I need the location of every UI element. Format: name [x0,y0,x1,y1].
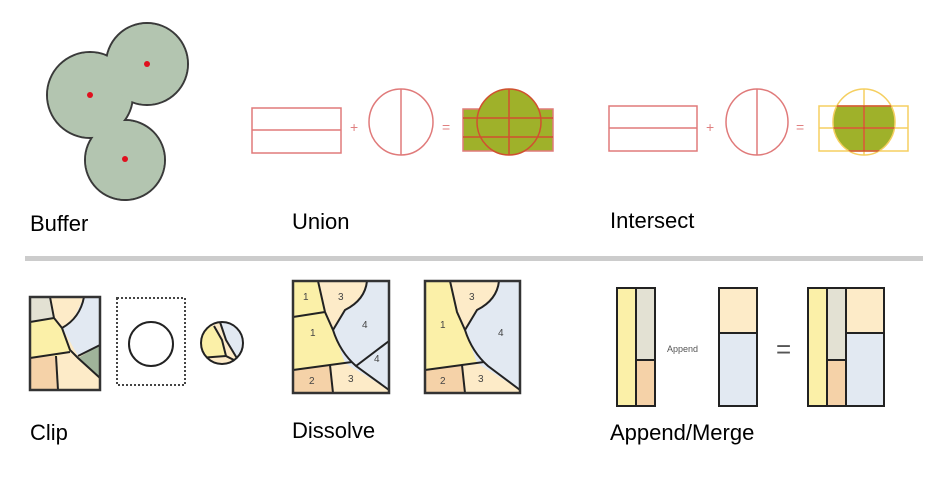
point-marker [87,92,93,98]
dissolve-after-illustration [423,279,522,395]
dissolve-before-illustration [291,279,391,395]
region-label: 2 [309,376,315,387]
label-dissolve: Dissolve [292,418,375,443]
region-label: 3 [478,374,484,385]
plus-operator: + [350,119,358,135]
label-union: Union [292,209,349,234]
region-label: 3 [338,292,344,303]
region-label: 3 [469,292,475,303]
intersect-illustration [608,88,909,156]
label-clip: Clip [30,420,68,445]
clip-illustration [28,295,244,392]
union-illustration [251,88,554,156]
region-label: 1 [303,292,309,303]
label-buffer: Buffer [30,211,88,236]
label-intersect: Intersect [610,208,694,233]
buffer-illustration [46,22,189,201]
equals-operator: = [796,119,804,135]
label-append-merge: Append/Merge [610,420,754,445]
point-marker [122,156,128,162]
append-illustration [616,287,885,407]
region-label: 2 [440,376,446,387]
region-label: 4 [362,320,368,331]
region-label: 1 [310,328,316,339]
plus-operator: + [706,119,714,135]
equals-operator: = [776,334,791,364]
region-label: 3 [348,374,354,385]
point-marker [144,61,150,67]
region-label: 1 [440,320,446,331]
append-caption: Append [667,344,698,354]
equals-operator: = [442,119,450,135]
region-label: 4 [498,328,504,339]
section-divider [25,256,923,261]
region-label: 4 [374,354,380,365]
